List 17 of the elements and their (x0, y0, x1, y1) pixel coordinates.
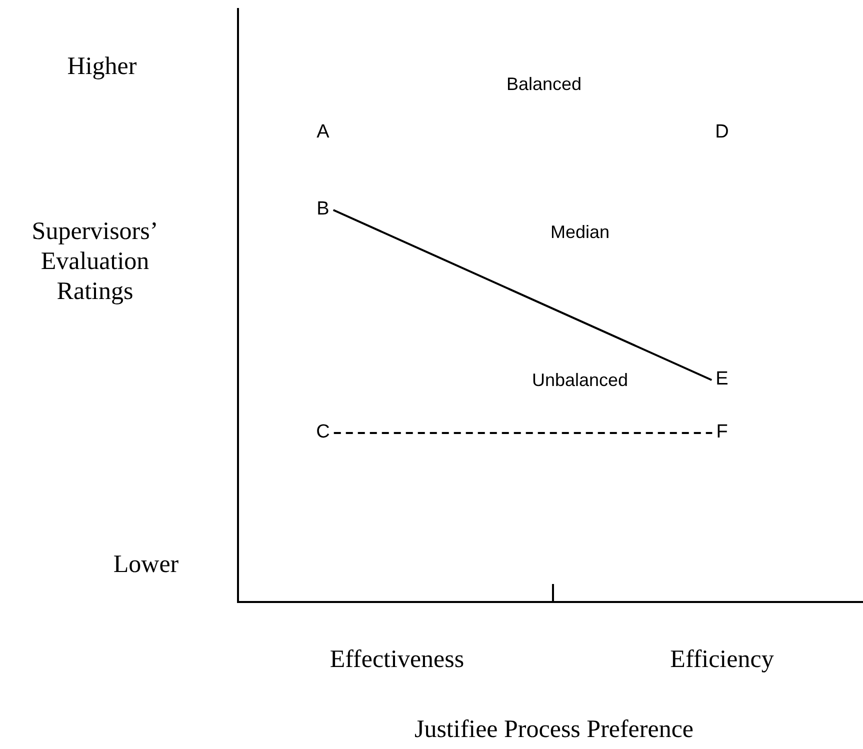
point-label: F (712, 420, 732, 446)
trend-line (332, 209, 712, 381)
axis-label: Efficiency (670, 645, 774, 675)
axis-label: Higher (67, 52, 137, 82)
point-label: C (312, 420, 334, 446)
dashed-line (334, 432, 712, 434)
region-label: Balanced (506, 74, 582, 96)
point-label: E (712, 368, 732, 392)
region-label: Median (550, 222, 610, 244)
point-label: A (312, 120, 334, 146)
axis-title: Justifiee Process Preference (414, 715, 694, 745)
axis-label: Lower (113, 550, 179, 580)
point-label: B (312, 198, 334, 222)
point-label: D (711, 120, 733, 146)
axis-title: Supervisors’ Evaluation Ratings (30, 217, 160, 307)
axis-label: Effectiveness (330, 645, 464, 675)
region-label: Unbalanced (532, 370, 628, 392)
